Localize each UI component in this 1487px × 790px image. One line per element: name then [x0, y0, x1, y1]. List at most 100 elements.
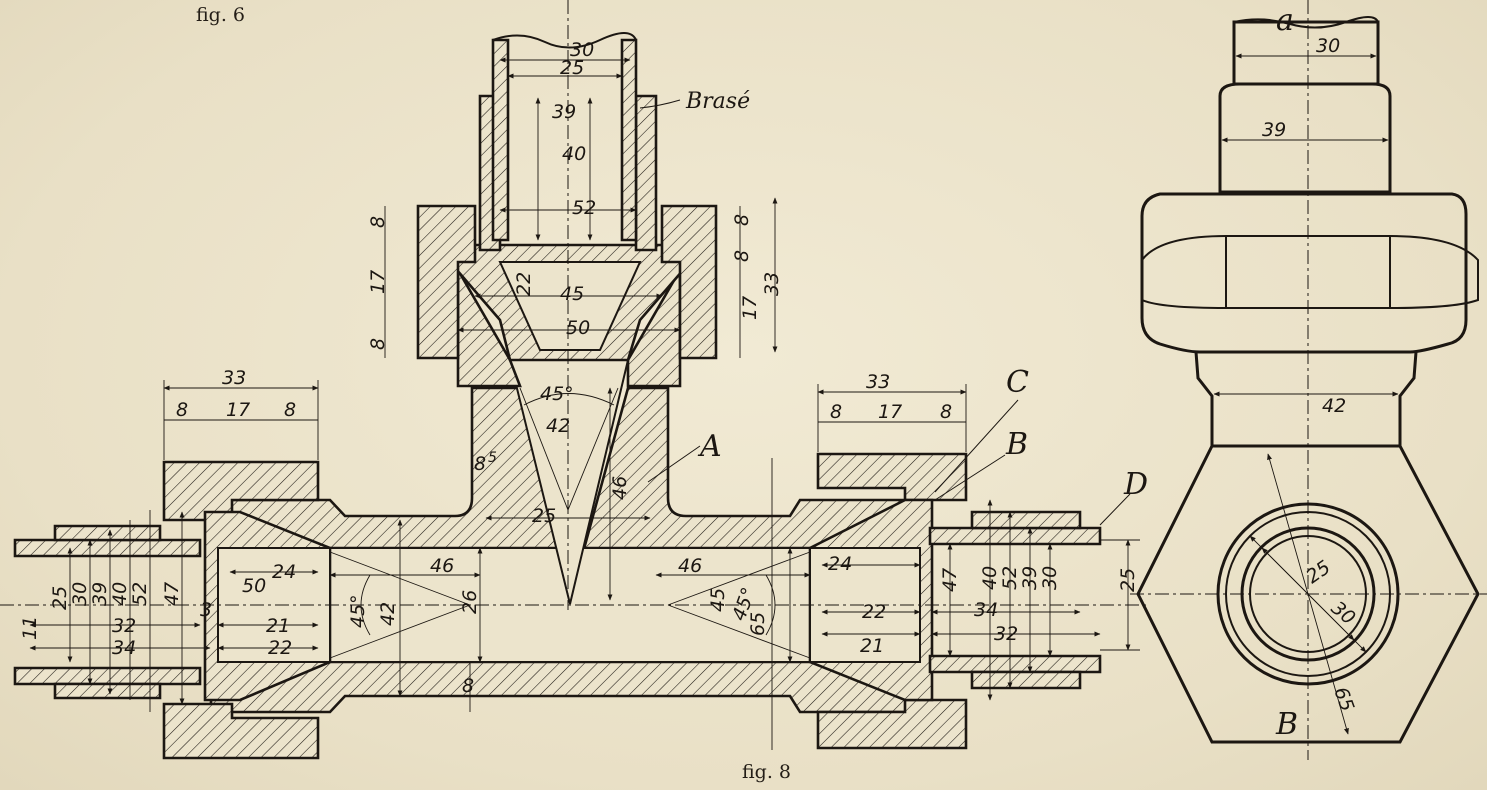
side-union-nut — [1140, 192, 1468, 354]
dimension-label: 33 — [222, 367, 246, 389]
dimension-label: 65 — [747, 612, 769, 636]
dimension-label: 17 — [367, 270, 389, 294]
dimension-label: 46 — [678, 555, 702, 577]
dimension-label: 40 — [109, 582, 131, 606]
dimension-label: 8 — [940, 401, 952, 423]
right-pipe-bottom-wall — [928, 654, 1102, 674]
dimension-label: 39 — [1262, 119, 1286, 141]
dimension-label: 39 — [1019, 566, 1041, 590]
dimension-label: 25 — [49, 586, 71, 610]
dimension-label: 5 — [488, 450, 497, 466]
label-view-a: a — [1276, 3, 1294, 38]
dimension-label: 45° — [540, 383, 574, 405]
dimension-label: 21 — [860, 635, 884, 657]
dimension-label: 52 — [999, 566, 1021, 590]
dims-top-nut-right: 8 8 17 33 — [731, 214, 783, 320]
top-union-nut-left — [416, 204, 477, 360]
dimension-label: 45 — [560, 283, 584, 305]
dimension-label: 42 — [546, 415, 570, 437]
dims-left-run: 25 30 39 40 52 47 32 34 50 21 22 24 3 11… — [19, 555, 481, 697]
dimension-label: 52 — [572, 197, 596, 219]
dimension-label: 39 — [552, 101, 576, 123]
dimension-label: 25 — [532, 505, 556, 527]
right-sleeve-bottom — [970, 670, 1082, 690]
dimension-label: 25 — [560, 57, 584, 79]
left-pipe-top-wall — [13, 538, 202, 558]
dimension-label: 47 — [939, 568, 961, 592]
dimension-label: 8 — [731, 250, 753, 262]
dimension-label: 22 — [268, 637, 292, 659]
dimension-label: 33 — [761, 272, 783, 296]
dimension-label: 42 — [1322, 395, 1346, 417]
side-dimension-lines — [1213, 53, 1399, 735]
left-sleeve-top — [53, 524, 162, 542]
caption-fig8: fig. 8 — [742, 761, 792, 783]
dimension-label: 30 — [570, 39, 594, 61]
cone-construction-lines — [329, 387, 811, 659]
dimension-label: 8 — [462, 675, 474, 697]
dims-body: 45° 42 25 46 8 5 — [474, 383, 631, 527]
top-pipe-left-wall — [491, 38, 510, 242]
dimension-label: 34 — [974, 599, 998, 621]
dimension-label: 40 — [562, 143, 586, 165]
label-view-b: B — [1275, 707, 1298, 742]
dimension-label: 30 — [1327, 597, 1360, 629]
label-d: D — [1123, 467, 1148, 502]
dimension-label: 8 — [284, 399, 296, 421]
dimension-lines — [29, 57, 1140, 750]
dimension-label: 52 — [129, 582, 151, 606]
dimension-label: 40 — [979, 566, 1001, 590]
leader-lines — [639, 99, 1131, 526]
label-c: C — [1006, 365, 1029, 400]
right-sleeve-top — [970, 510, 1082, 530]
side-pipe-break — [1233, 16, 1379, 29]
dimension-label: 8 — [367, 338, 389, 350]
angle-arcs — [360, 393, 776, 636]
top-brazed-sleeve-right — [634, 94, 658, 252]
side-neck — [1194, 351, 1418, 448]
dimension-label: 22 — [862, 601, 886, 623]
dimension-label: 34 — [112, 637, 136, 659]
side-elevation-view: 30 39 42 25 30 65 a B — [1130, 0, 1487, 760]
dimension-label: 50 — [242, 575, 266, 597]
dimension-label: 8 — [731, 214, 753, 226]
side-pipe — [1232, 20, 1380, 86]
top-union-nut-right — [660, 204, 718, 360]
dimension-label: 42 — [377, 602, 399, 626]
label-a: A — [697, 429, 722, 464]
dimension-label: 30 — [69, 582, 91, 606]
dimension-label: 17 — [226, 399, 250, 421]
dimension-label: 3 — [200, 599, 212, 621]
dimension-label: 8 — [176, 399, 188, 421]
dimension-label: 30 — [1039, 566, 1061, 590]
dims-top-nut-left: 8 17 8 — [367, 216, 389, 350]
note-brase: Brasé — [685, 89, 750, 114]
dimension-label: 32 — [112, 615, 136, 637]
dimension-label: 8 — [474, 453, 486, 475]
dimension-label: 8 — [367, 216, 389, 228]
dimension-label: 32 — [994, 623, 1018, 645]
dimension-label: 26 — [459, 590, 481, 614]
right-pipe-top-wall — [928, 526, 1102, 546]
left-union-nut-top — [162, 460, 320, 522]
dimension-label: 17 — [739, 296, 761, 320]
dims-left-nut: 33 8 17 8 — [176, 367, 296, 421]
dimension-label: 24 — [828, 553, 852, 575]
dimension-label: 47 — [161, 582, 183, 606]
tee-section-view — [0, 0, 1150, 760]
dimension-label: 45 — [707, 588, 729, 612]
dimension-label: 21 — [266, 615, 290, 637]
dims-top-branch: 30 25 39 40 52 45 50 22 — [513, 39, 596, 339]
dimension-label: 24 — [272, 561, 296, 583]
dims-right-nut: 33 8 17 8 — [830, 371, 952, 423]
dimension-label: 65 — [1329, 684, 1358, 714]
top-pipe-break — [492, 32, 637, 49]
dimension-label: 25 — [1117, 568, 1139, 592]
side-sleeve — [1218, 82, 1392, 194]
dimension-label: 11 — [19, 616, 41, 640]
left-pipe-bottom-wall — [13, 666, 202, 686]
dimension-label: 46 — [609, 476, 631, 500]
dimension-label: 33 — [866, 371, 890, 393]
dimension-label: 46 — [430, 555, 454, 577]
